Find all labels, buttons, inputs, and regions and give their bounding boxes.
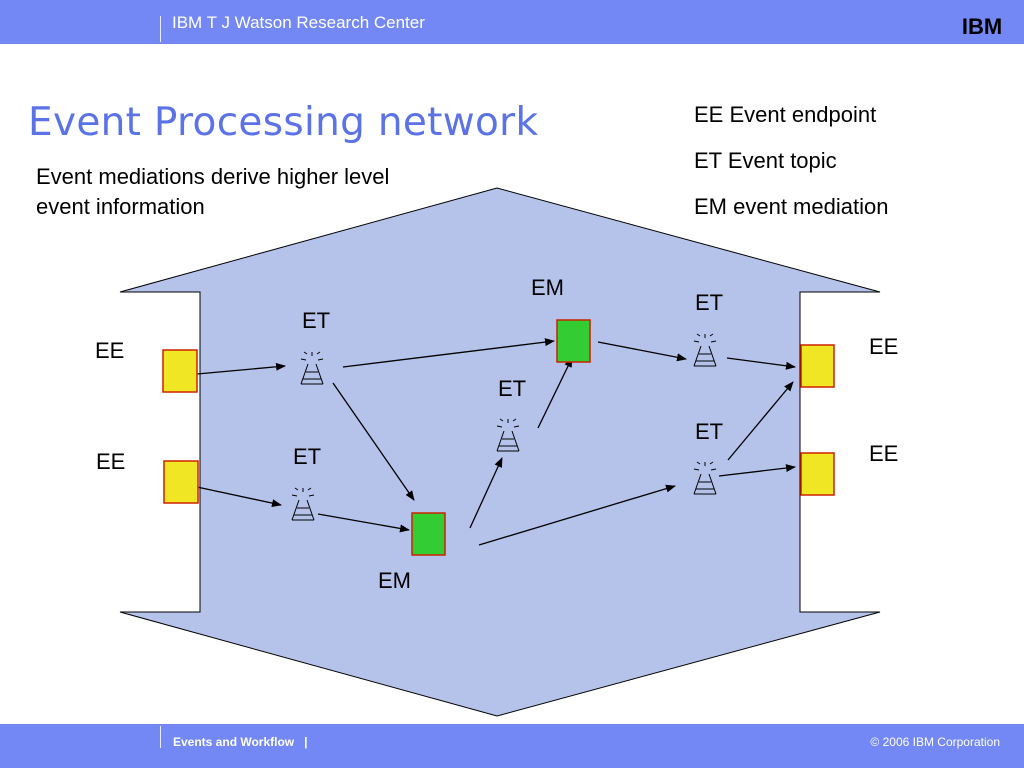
label-ee-out-top: EE — [869, 334, 898, 359]
label-em-bottom: EM — [378, 568, 411, 593]
label-ee-in-bottom: EE — [96, 449, 125, 474]
ibm-logo-text: IBM — [962, 14, 1002, 37]
arrow — [727, 381, 794, 461]
label-et-4: ET — [695, 290, 723, 315]
footer-copyright: © 2006 IBM Corporation — [870, 735, 1000, 749]
arrow — [469, 457, 503, 529]
legend-item-em: EM event mediation — [694, 194, 889, 219]
label-et-5: ET — [695, 419, 723, 444]
arrow — [597, 341, 687, 362]
label-ee-out-bottom: EE — [869, 441, 898, 466]
label-et-1: ET — [302, 308, 330, 333]
arrow — [332, 382, 415, 501]
arrow — [317, 513, 410, 533]
ibm-logo: IBM — [962, 14, 1002, 37]
footer-divider — [160, 726, 161, 748]
header-divider — [160, 16, 161, 42]
footer-bar: Events and Workflow | © 2006 IBM Corpora… — [0, 724, 1024, 768]
arrow — [342, 338, 555, 368]
slide-title: Event Processing network — [28, 100, 539, 145]
slide-subtitle: Event mediations derive higher level eve… — [36, 164, 390, 219]
event-endpoint-in-top — [162, 349, 198, 393]
arrow — [196, 486, 282, 508]
label-et-3: ET — [498, 376, 526, 401]
arrow — [537, 357, 573, 429]
legend-item-et: ET Event topic — [694, 148, 837, 173]
arrow — [478, 484, 676, 546]
event-endpoint-out-bottom — [800, 452, 835, 496]
legend: EE Event endpoint ET Event topic EM even… — [694, 100, 888, 238]
processing-network-shape — [119, 187, 881, 717]
label-et-2: ET — [293, 444, 321, 469]
arrow — [726, 357, 796, 370]
event-endpoint-in-bottom — [163, 460, 199, 504]
flow-arrows — [196, 338, 796, 546]
footer-section-title: Events and Workflow | — [173, 735, 308, 749]
label-em-top: EM — [531, 275, 564, 300]
event-mediation-top — [556, 319, 591, 363]
label-ee-in-top: EE — [95, 338, 124, 363]
research-center-name: IBM T J Watson Research Center — [172, 13, 425, 32]
arrow — [718, 464, 796, 477]
event-endpoint-out-top — [800, 344, 835, 388]
arrow — [196, 362, 286, 375]
event-mediation-bottom — [411, 512, 446, 556]
top-banner: IBM T J Watson Research Center IBM — [0, 0, 1024, 44]
legend-item-ee: EE Event endpoint — [694, 102, 877, 127]
